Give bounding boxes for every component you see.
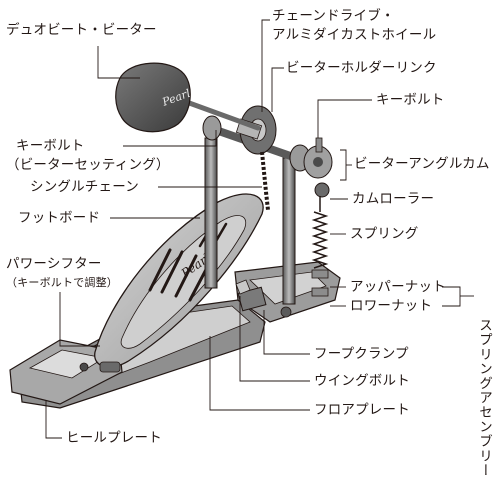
label-power-shifter-note: （キーボルトで調整） (6, 276, 118, 289)
label-cam-roller: カムローラー (352, 191, 435, 207)
spring-assembly (311, 196, 329, 297)
spring-base-bolt (280, 306, 292, 318)
label-lower-nut: ロワーナット (350, 298, 433, 314)
label-key-bolt-beater: キーボルト (16, 138, 85, 154)
leader-lines (45, 19, 474, 439)
label-footboard: フットボード (18, 210, 101, 226)
left-post (204, 137, 218, 289)
beater: Pearl (115, 62, 261, 133)
label-spring: スプリング (350, 226, 419, 242)
label-heel-plate: ヒールプレート (66, 430, 162, 446)
key-bolt (315, 137, 323, 153)
label-beater-angle-cam: ビーターアングルカム (354, 156, 490, 172)
label-duo-beater: デュオビート・ビーター (6, 22, 157, 38)
label-floor-plate: フロアプレート (314, 402, 410, 418)
wing-bolt (235, 279, 251, 295)
label-wing-bolt: ウイングボルト (314, 373, 410, 389)
label-upper-nut: アッパーナット (350, 279, 446, 295)
beater-angle-cam (303, 145, 333, 179)
hinge (99, 361, 121, 373)
label-hoop-clamp: フープクランプ (314, 346, 409, 362)
label-key-bolt: キーボルト (376, 92, 445, 108)
label-key-bolt-beater-note: （ビーターセッティング） (6, 157, 170, 173)
single-chain (260, 151, 270, 211)
label-spring-assembly: スプリングアセンブリー (476, 318, 492, 478)
cam-roller (314, 182, 330, 198)
heel-plate (9, 339, 123, 405)
label-chain-drive-line2: アルミダイカストホイール (272, 27, 437, 43)
label-beater-holder-link: ビーターホルダーリンク (286, 60, 437, 76)
label-chain-drive-line1: チェーンドライブ・ (272, 8, 395, 24)
right-post (282, 157, 296, 305)
label-power-shifter: パワーシフター (6, 256, 102, 272)
label-single-chain: シングルチェーン (30, 179, 139, 195)
